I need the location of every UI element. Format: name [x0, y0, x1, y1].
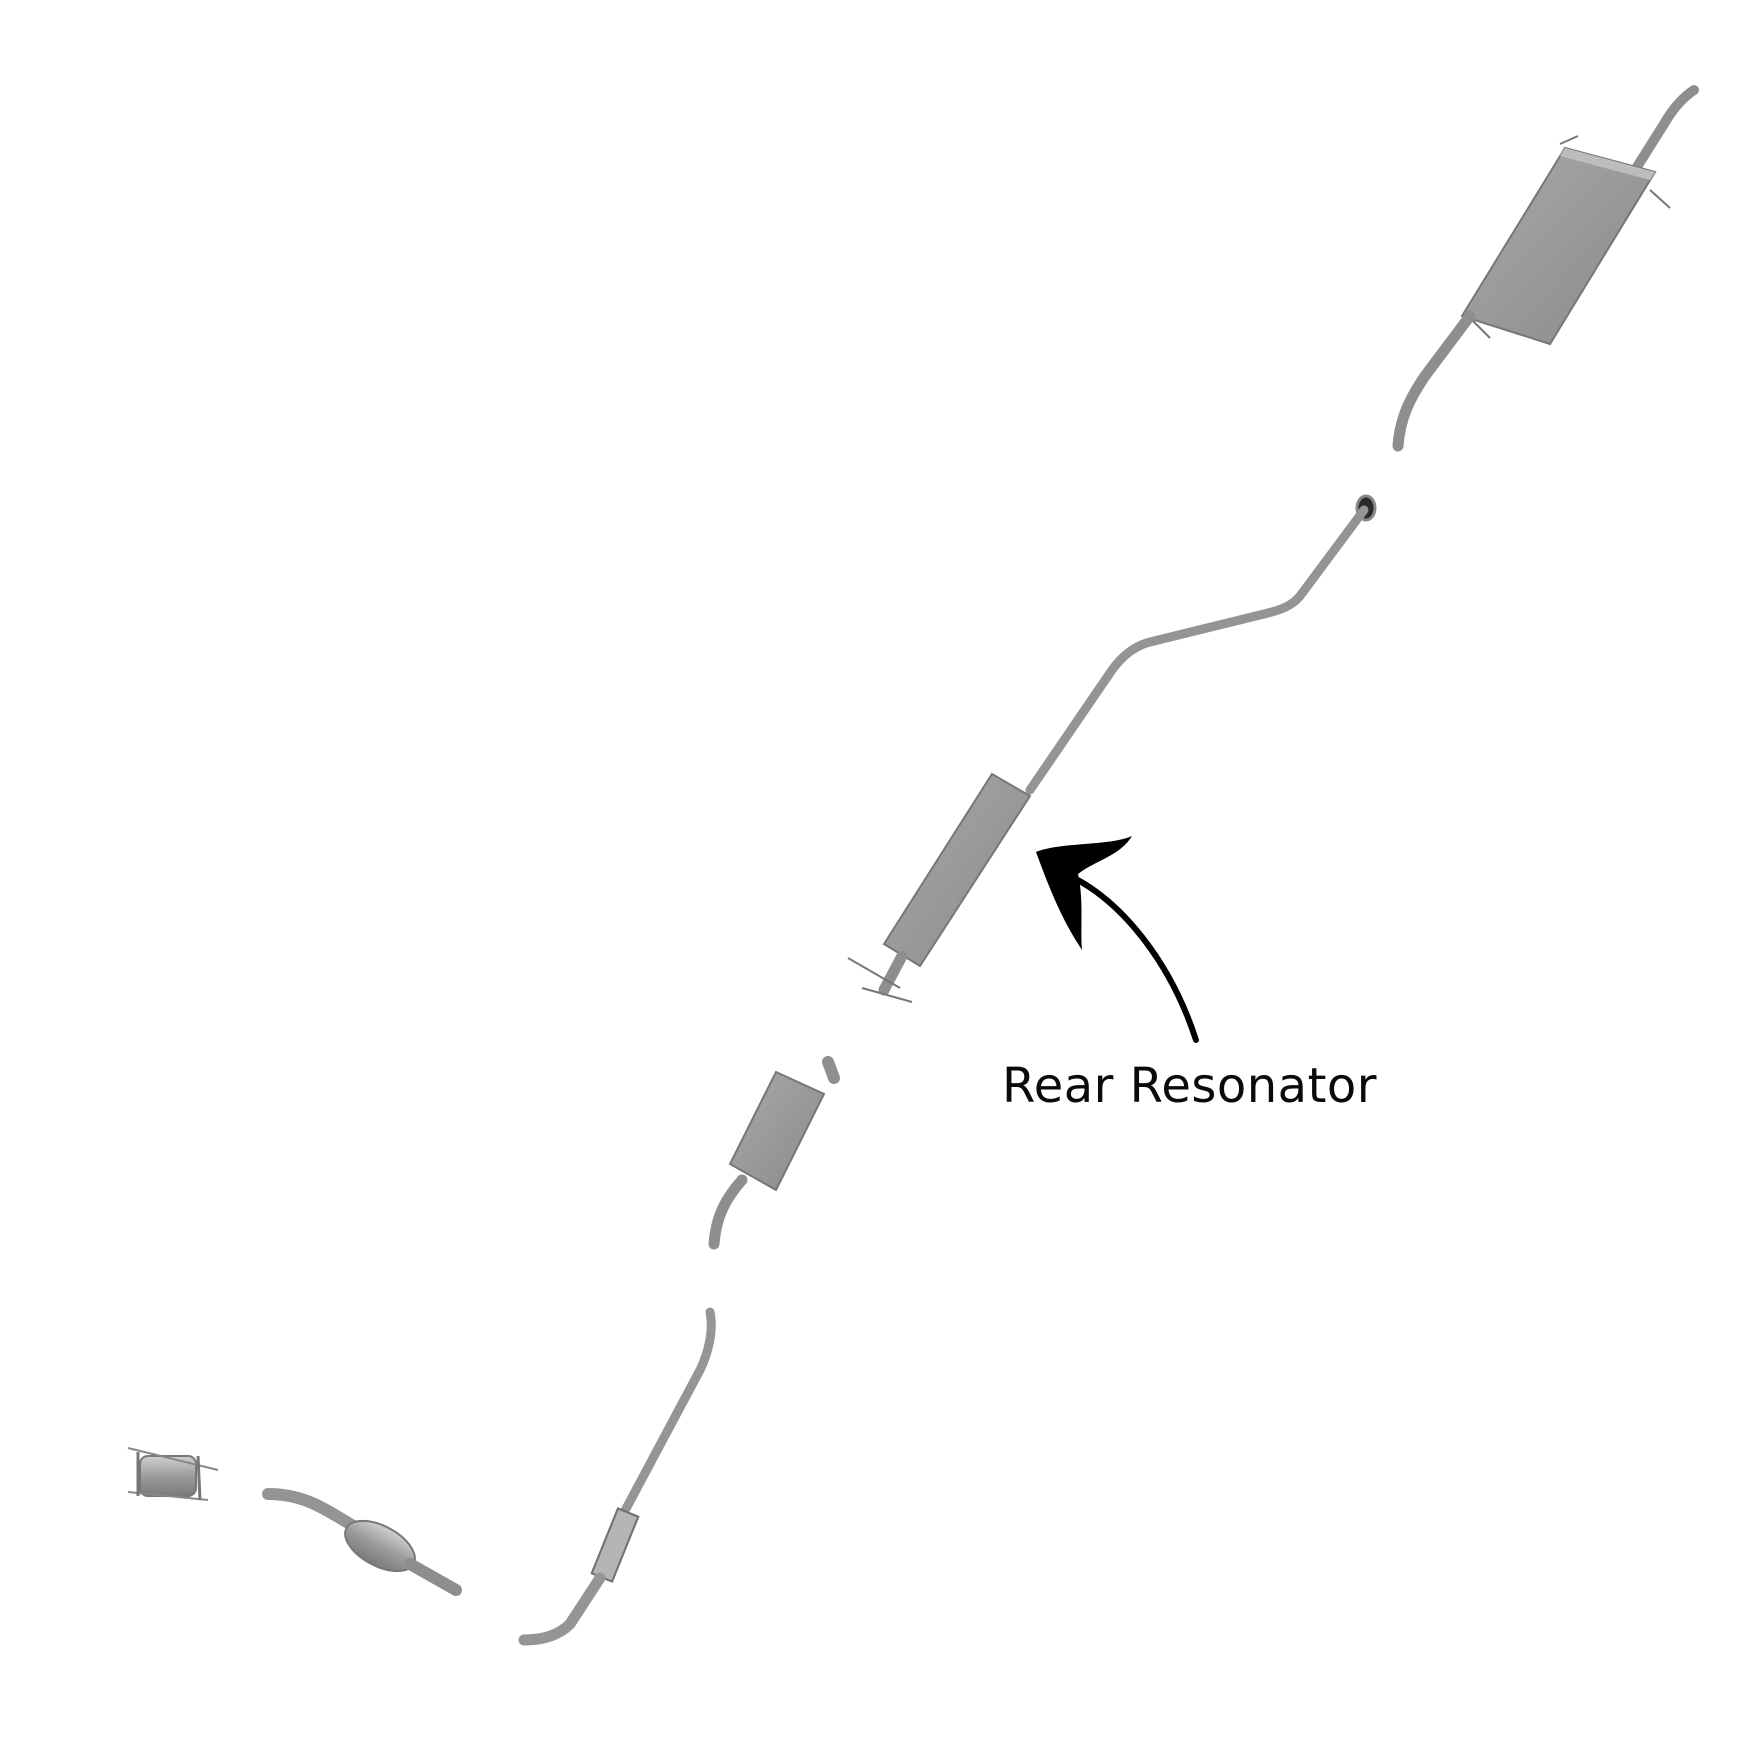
- rear-resonator: [847, 772, 1032, 1003]
- front-catalytic-converter: [127, 1447, 219, 1501]
- front-resonator: [708, 1056, 840, 1250]
- callout-arrow: [1036, 836, 1199, 1043]
- rear-catalytic-converter-pipe: [262, 1488, 462, 1596]
- intermediate-pipe: [1025, 494, 1377, 795]
- muffler-assembly: [1392, 85, 1699, 452]
- rear-resonator-label: Rear Resonator: [1002, 1058, 1377, 1114]
- flex-pipe-assembly: [518, 1307, 716, 1646]
- arrow-head: [1036, 836, 1132, 950]
